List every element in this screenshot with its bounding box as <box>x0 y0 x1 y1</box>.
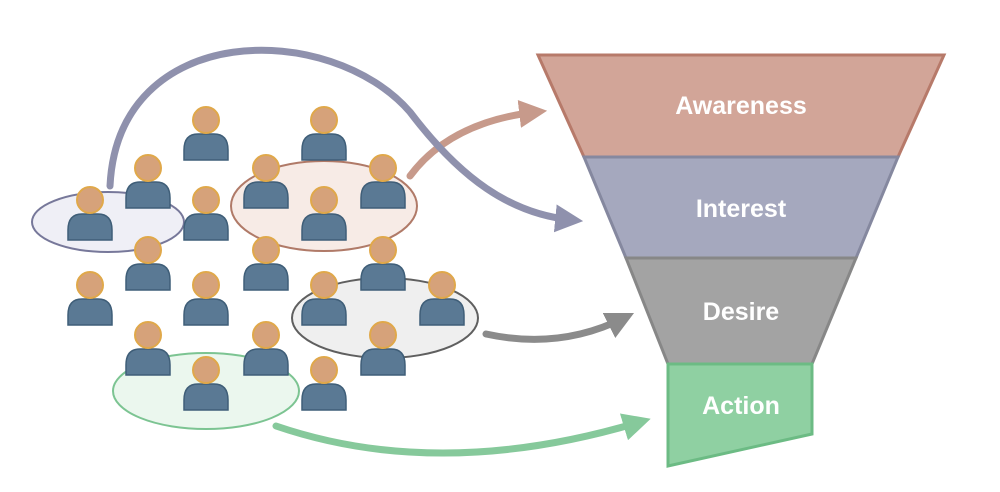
person-icon <box>360 236 406 291</box>
person-icon <box>360 154 406 209</box>
person-body <box>360 263 406 291</box>
people-crowd <box>67 106 465 411</box>
person-body <box>419 298 465 326</box>
person-body <box>360 348 406 376</box>
person-body <box>125 348 171 376</box>
person-icon <box>67 271 113 326</box>
person-icon <box>243 154 289 209</box>
person-icon <box>125 154 171 209</box>
person-head <box>252 321 280 349</box>
person-body <box>183 383 229 411</box>
person-body <box>301 298 347 326</box>
person-icon <box>301 271 347 326</box>
person-icon <box>183 271 229 326</box>
person-head <box>252 154 280 182</box>
person-head <box>310 271 338 299</box>
person-body <box>301 213 347 241</box>
person-head <box>134 236 162 264</box>
person-head <box>369 154 397 182</box>
person-icon <box>360 321 406 376</box>
person-head <box>310 356 338 384</box>
person-body <box>67 298 113 326</box>
person-icon <box>125 236 171 291</box>
person-head <box>192 106 220 134</box>
person-icon <box>125 321 171 376</box>
person-head <box>76 186 104 214</box>
person-head <box>134 321 162 349</box>
person-head <box>310 106 338 134</box>
person-icon <box>67 186 113 241</box>
action-arrow <box>272 413 651 457</box>
person-head <box>310 186 338 214</box>
stage-label-action: Action <box>702 392 780 420</box>
person-body <box>301 133 347 161</box>
person-body <box>125 181 171 209</box>
person-icon <box>183 356 229 411</box>
person-body <box>183 298 229 326</box>
person-head <box>192 356 220 384</box>
person-icon <box>419 271 465 326</box>
arrows <box>106 46 651 457</box>
person-body <box>183 213 229 241</box>
person-icon <box>301 186 347 241</box>
funnel: Awareness Interest Desire Action <box>535 53 947 468</box>
person-icon <box>243 236 289 291</box>
person-icon <box>243 321 289 376</box>
person-body <box>67 213 113 241</box>
person-body <box>125 263 171 291</box>
person-body <box>243 181 289 209</box>
awareness-arrow <box>406 100 548 180</box>
person-head <box>369 321 397 349</box>
funnel-stage-action <box>666 362 814 468</box>
person-body <box>360 181 406 209</box>
stage-label-interest: Interest <box>696 195 787 223</box>
person-icon <box>301 356 347 411</box>
person-icon <box>183 106 229 161</box>
person-body <box>243 263 289 291</box>
stage-label-desire: Desire <box>703 298 780 326</box>
person-icon <box>301 106 347 161</box>
stage-label-awareness: Awareness <box>675 92 807 120</box>
person-head <box>76 271 104 299</box>
desire-arrow <box>482 312 635 343</box>
person-head <box>192 186 220 214</box>
interest-arrow <box>106 46 584 233</box>
person-icon <box>183 186 229 241</box>
person-head <box>428 271 456 299</box>
person-body <box>243 348 289 376</box>
person-body <box>183 133 229 161</box>
person-body <box>301 383 347 411</box>
person-head <box>192 271 220 299</box>
person-head <box>252 236 280 264</box>
person-head <box>369 236 397 264</box>
person-head <box>134 154 162 182</box>
